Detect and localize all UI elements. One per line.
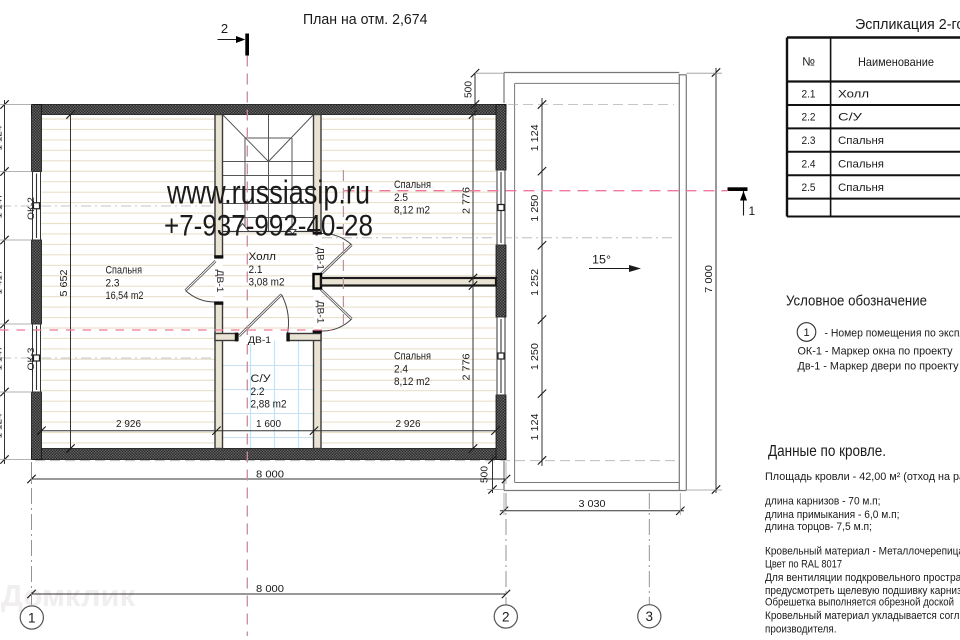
svg-text:ОК-3: ОК-3	[26, 348, 37, 371]
svg-text:7 000: 7 000	[703, 265, 715, 293]
svg-text:Кровельный материал укладывает: Кровельный материал укладывается соглас	[765, 610, 960, 622]
svg-text:1 124: 1 124	[0, 413, 5, 438]
svg-text:1 124: 1 124	[529, 413, 541, 440]
svg-text:Спальня: Спальня	[106, 265, 143, 277]
svg-text:2.1: 2.1	[802, 88, 816, 100]
svg-text:1: 1	[28, 610, 36, 625]
svg-text:План на отм. 2,674: План на отм. 2,674	[303, 12, 428, 28]
svg-text:ДВ-1: ДВ-1	[248, 335, 271, 346]
svg-text:Обрешетка выполняется обрезной: Обрешетка выполняется обрезной доской	[765, 597, 954, 609]
svg-text:15°: 15°	[592, 255, 611, 267]
svg-text:длина торцов- 7,5 м.п;: длина торцов- 7,5 м.п;	[765, 521, 872, 533]
svg-text:2 776: 2 776	[461, 353, 473, 380]
svg-text:Цвет по RAL 8017: Цвет по RAL 8017	[765, 558, 842, 570]
svg-text:Условное обозначение: Условное обозначение	[786, 293, 927, 310]
svg-text:2.3: 2.3	[802, 135, 816, 147]
svg-text:1 417: 1 417	[0, 269, 5, 294]
svg-text:1: 1	[749, 204, 756, 218]
svg-text:Кровельный материал - Металлоч: Кровельный материал - Металлочерепица	[765, 546, 960, 558]
svg-text:Данные по кровле.: Данные по кровле.	[768, 443, 886, 460]
svg-text:2.5: 2.5	[394, 192, 408, 204]
svg-text:ОК-1 - Маркер окна по проекту: ОК-1 - Маркер окна по проекту	[798, 346, 953, 358]
svg-text:1 600: 1 600	[256, 418, 281, 430]
svg-text:2 776: 2 776	[461, 187, 473, 214]
svg-text:1 147: 1 147	[0, 345, 5, 370]
svg-text:Для вентиляции подкровельного: Для вентиляции подкровельного простран	[765, 572, 960, 584]
svg-text:2.3: 2.3	[106, 277, 120, 289]
svg-text:Холл: Холл	[838, 88, 869, 100]
svg-text:www.russiasip.ru: www.russiasip.ru	[166, 173, 370, 210]
svg-text:Спальня: Спальня	[838, 182, 884, 194]
svg-text:8 000: 8 000	[256, 468, 284, 480]
svg-text:1: 1	[803, 327, 809, 339]
svg-text:Наименование: Наименование	[858, 55, 934, 69]
svg-text:2.2: 2.2	[802, 112, 816, 124]
svg-text:Площадь кровли - 42,00 м² (о: Площадь кровли - 42,00 м² (отход на ра	[765, 471, 960, 483]
svg-text:1 124: 1 124	[529, 124, 541, 151]
svg-text:2: 2	[221, 21, 228, 36]
svg-text:1 252: 1 252	[529, 269, 541, 296]
svg-text:С/У: С/У	[838, 112, 863, 124]
svg-text:+7-937-992-40-28: +7-937-992-40-28	[164, 209, 373, 242]
svg-text:Спальня: Спальня	[394, 351, 431, 363]
svg-text:№: №	[802, 55, 815, 69]
svg-text:2.1: 2.1	[249, 264, 263, 276]
svg-text:8 000: 8 000	[256, 583, 284, 595]
svg-text:производителя.: производителя.	[765, 623, 837, 635]
svg-text:2 926: 2 926	[116, 418, 141, 430]
svg-text:2,88 m2: 2,88 m2	[251, 399, 287, 411]
svg-text:2.4: 2.4	[394, 363, 408, 375]
svg-text:- Номер помещения по экспликац: - Номер помещения по экспликации	[825, 328, 960, 340]
svg-text:500: 500	[479, 466, 491, 483]
svg-text:длина карнизов - 70 м.п;: длина карнизов - 70 м.п;	[765, 496, 881, 508]
svg-text:Спальня: Спальня	[838, 159, 884, 171]
svg-text:8,12 m2: 8,12 m2	[394, 376, 430, 388]
svg-text:ДВ-1: ДВ-1	[315, 301, 326, 324]
svg-text:2.5: 2.5	[802, 182, 816, 194]
svg-text:Холл: Холл	[249, 251, 277, 263]
svg-text:ДВ-1: ДВ-1	[214, 270, 225, 293]
svg-text:длина примыкания - 6,0 м.п;: длина примыкания - 6,0 м.п;	[765, 509, 900, 521]
svg-text:2.2: 2.2	[251, 386, 265, 398]
svg-text:Дв-1 - Маркер двери по проекту: Дв-1 - Маркер двери по проекту	[798, 361, 959, 373]
svg-text:8,12 m2: 8,12 m2	[394, 205, 430, 217]
svg-text:Спальня: Спальня	[838, 135, 884, 147]
svg-text:предусмотреть щелевую подшивку: предусмотреть щелевую подшивку карнизо	[765, 585, 960, 597]
svg-text:1 250: 1 250	[529, 195, 541, 222]
svg-text:500: 500	[463, 81, 475, 98]
svg-text:5 652: 5 652	[58, 269, 70, 296]
svg-text:2: 2	[502, 609, 510, 624]
svg-text:Домклик: Домклик	[1, 578, 136, 613]
svg-text:Эспликация 2-го этажа: Эспликация 2-го этажа	[855, 16, 960, 33]
svg-text:С/У: С/У	[251, 373, 272, 385]
svg-text:3: 3	[646, 609, 654, 624]
svg-text:3,08 m2: 3,08 m2	[249, 277, 285, 289]
svg-text:1 250: 1 250	[529, 343, 541, 370]
svg-text:3 030: 3 030	[579, 498, 606, 510]
svg-text:1 124: 1 124	[0, 125, 5, 150]
svg-text:1 147: 1 147	[0, 193, 5, 218]
svg-text:2 926: 2 926	[396, 418, 421, 430]
svg-text:Спальня: Спальня	[394, 179, 431, 191]
svg-text:ДВ-1: ДВ-1	[315, 247, 326, 270]
svg-text:2.4: 2.4	[802, 159, 816, 171]
svg-text:ОК-2: ОК-2	[26, 197, 37, 220]
svg-text:16,54 m2: 16,54 m2	[106, 290, 144, 302]
